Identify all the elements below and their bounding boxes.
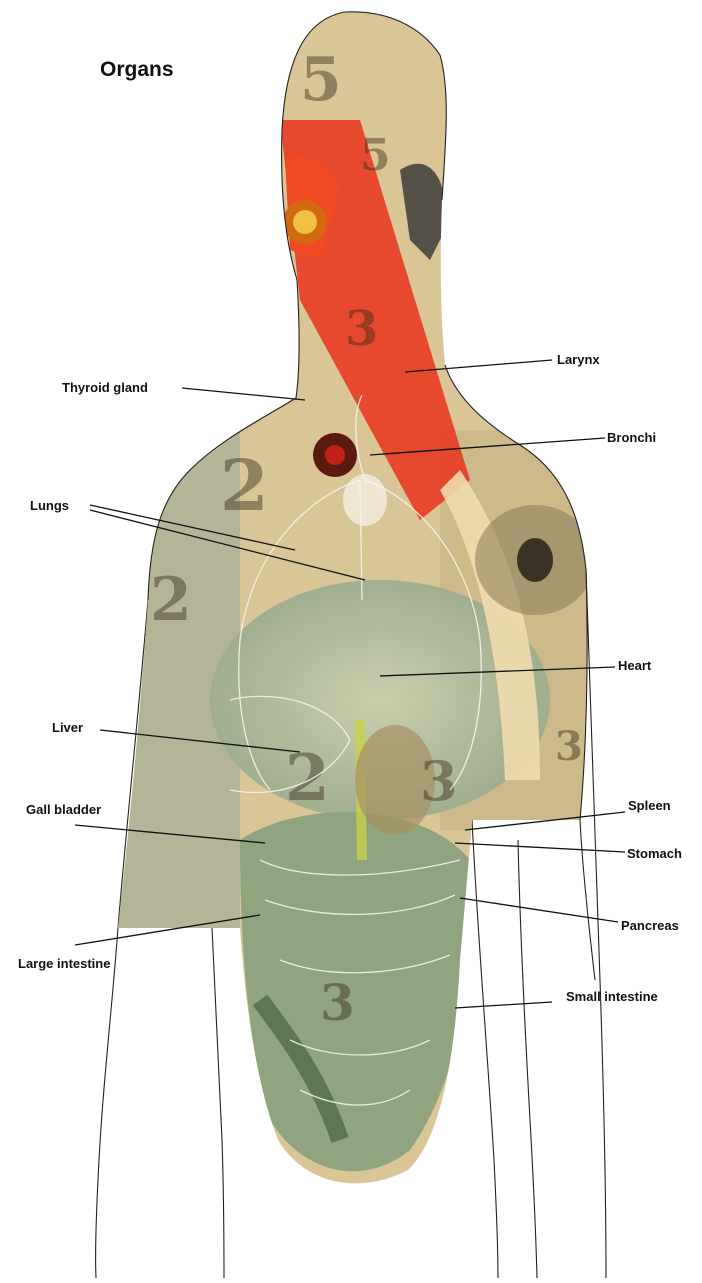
label-stomach: Stomach [627,846,682,861]
svg-text:3: 3 [320,973,355,1032]
svg-text:2: 2 [220,444,269,527]
label-small-intestine: Small intestine [566,989,658,1004]
label-bronchi: Bronchi [607,430,656,445]
svg-text:2: 2 [150,565,192,635]
label-heart: Heart [618,658,651,673]
label-larynx: Larynx [557,352,600,367]
svg-text:5: 5 [300,45,342,115]
svg-text:2: 2 [285,741,330,816]
label-pancreas: Pancreas [621,918,679,933]
svg-text:5: 5 [360,130,391,181]
torso-collage: 5 5 2 3 2 2 3 3 3 [100,0,620,1220]
label-thyroid-gland: Thyroid gland [62,380,148,395]
label-gall-bladder: Gall bladder [26,802,101,817]
label-spleen: Spleen [628,798,671,813]
svg-text:3: 3 [345,301,378,357]
diagram-title: Organs [100,58,174,82]
svg-text:3: 3 [420,749,458,813]
label-liver: Liver [52,720,83,735]
svg-text:3: 3 [555,723,583,770]
label-lungs: Lungs [30,498,69,513]
label-large-intestine: Large intestine [18,956,110,971]
